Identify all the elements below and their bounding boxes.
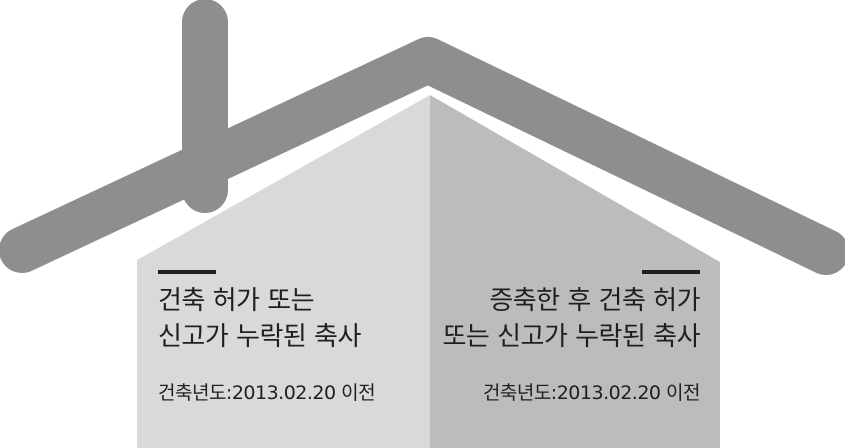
left-accent-rule: [158, 270, 216, 274]
left-title-line2: 신고가 누락된 축사: [158, 322, 361, 352]
right-wall: [430, 95, 720, 448]
left-build-date: 건축년도:2013.02.20 이전: [158, 382, 376, 404]
right-accent-rule: [642, 270, 700, 274]
right-title-line2: 또는 신고가 누락된 축사: [442, 322, 701, 352]
roof: [0, 37, 845, 275]
right-build-date: 건축년도:2013.02.20 이전: [482, 382, 701, 404]
left-title-line1: 건축 허가 또는: [158, 286, 315, 316]
right-title-line1: 증축한 후 건축 허가: [489, 286, 700, 316]
left-wall: [137, 95, 430, 448]
left-panel-title: 건축 허가 또는 신고가 누락된 축사: [158, 283, 361, 355]
right-panel-title: 증축한 후 건축 허가 또는 신고가 누락된 축사: [443, 283, 701, 355]
